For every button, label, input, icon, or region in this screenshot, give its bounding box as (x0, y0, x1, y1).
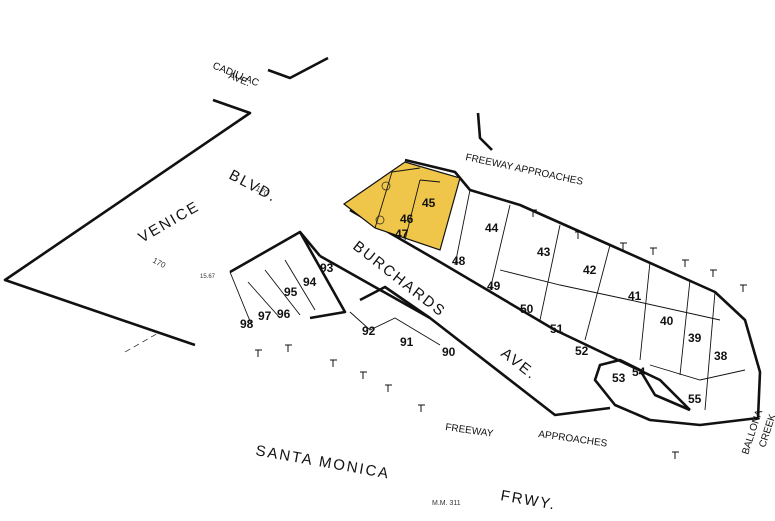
lot-marker-47-circle (375, 215, 385, 225)
venice-dashed-line (124, 331, 161, 353)
east-lot-division-lines (454, 189, 716, 411)
lot-label-38: 38 (714, 349, 728, 363)
santa-monica-label: SANTA MONICA (254, 442, 391, 482)
approaches-label-bottom: APPROACHES (538, 429, 609, 450)
venice-blvd-outline (3, 98, 252, 347)
lot-label-54: 54 (632, 365, 646, 379)
lot-label-50: 50 (520, 302, 534, 316)
lot-label-49: 49 (487, 279, 501, 293)
lot-label-41: 41 (628, 289, 642, 303)
lot-label-97: 97 (258, 309, 272, 323)
lot-label-44: 44 (485, 221, 499, 235)
lot-label-51: 51 (550, 322, 564, 336)
lot-label-42: 42 (583, 263, 597, 277)
lot-label-40: 40 (660, 314, 674, 328)
lot-label-39: 39 (688, 331, 702, 345)
east-lower-line (649, 364, 746, 381)
east-mid-line (499, 269, 721, 321)
lot-label-94: 94 (303, 275, 317, 289)
dim-170-b: 170 (151, 256, 167, 270)
lot-label-96: 96 (277, 307, 291, 321)
west-lot-lines (229, 259, 316, 327)
highlighted-parcel-area[interactable] (342, 161, 461, 251)
lot-label-93: 93 (320, 261, 334, 275)
lot-label-48: 48 (452, 254, 466, 268)
cadillac-road (267, 56, 329, 80)
frwy-label: FRWY. (499, 487, 557, 513)
lot-label-55: 55 (688, 392, 702, 406)
lot-label-98: 98 (240, 317, 254, 331)
dim-1567: 15.67 (200, 274, 216, 280)
lot-label-92: 92 (362, 324, 376, 338)
freeway-approach-top-curve (476, 112, 493, 151)
lot-90-91-outline (359, 285, 431, 320)
west-block-outline (229, 230, 347, 320)
lot-label-45: 45 (422, 196, 436, 210)
lot-label-90: 90 (442, 345, 456, 359)
freeway-label-bottom: FREEWAY (445, 422, 495, 440)
lot-92-line (349, 311, 441, 346)
highlighted-lot-lines (374, 167, 441, 241)
venice-blvd-label: BLVD. (226, 167, 280, 207)
lot-label-52: 52 (575, 344, 589, 358)
lot-label-53: 53 (612, 371, 626, 385)
burchards-south-edge (319, 254, 611, 417)
freeway-row-ticks (255, 209, 747, 459)
lot-label-43: 43 (537, 245, 551, 259)
burchards-ave-label: AVE. (498, 345, 541, 384)
lot-label-47: 47 (395, 227, 409, 241)
freeway-approaches-top-label: FREEWAY APPROACHES (464, 152, 584, 188)
burchards-north-edge (349, 208, 691, 411)
lot-label-95: 95 (284, 285, 298, 299)
lot-marker-44-circle (381, 181, 391, 191)
mm-label: M.M. 311 (432, 500, 461, 507)
lot-label-46: 46 (400, 212, 414, 226)
lot-label-91: 91 (400, 335, 414, 349)
burchards-label: BURCHARDS (350, 238, 450, 321)
venice-label: VENICE (136, 198, 203, 247)
